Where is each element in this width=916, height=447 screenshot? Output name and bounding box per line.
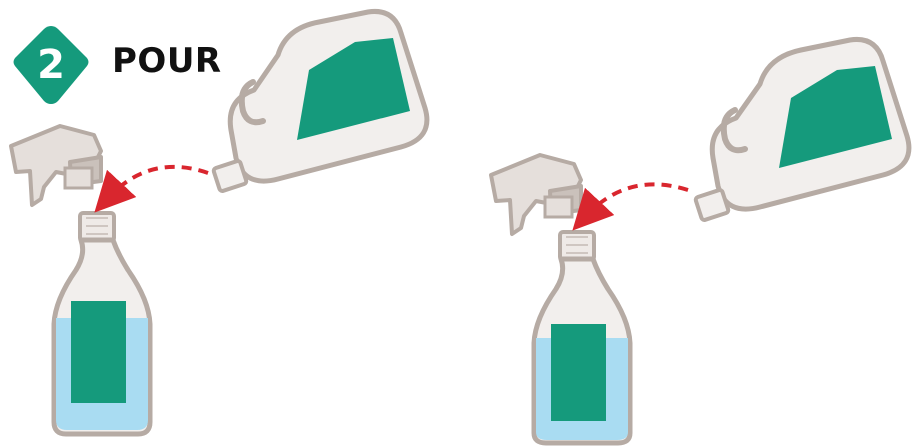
pour-arrow-right-icon bbox=[586, 184, 688, 216]
scene-right bbox=[491, 39, 909, 443]
bottle-left-icon bbox=[54, 213, 150, 434]
sprayer-left-icon bbox=[11, 126, 101, 205]
bottle-right-icon bbox=[534, 232, 630, 443]
pour-arrow-left-icon bbox=[108, 167, 208, 198]
jug-right-icon bbox=[695, 39, 909, 220]
sprayer-right-icon bbox=[491, 155, 581, 234]
scene-left bbox=[11, 11, 427, 434]
jug-left-icon bbox=[213, 11, 427, 191]
